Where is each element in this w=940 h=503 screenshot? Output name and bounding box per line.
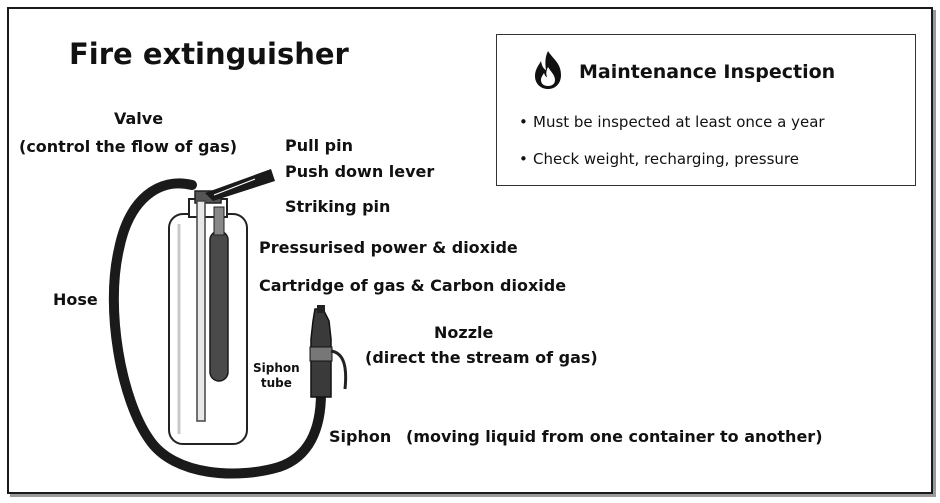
hose-path	[108, 178, 326, 479]
maintenance-item-text: Must be inspected at least once a year	[533, 113, 825, 131]
cylinder-body	[168, 213, 248, 445]
pull-pin-label: Pull pin	[285, 136, 353, 155]
valve-description: (control the flow of gas)	[19, 137, 238, 156]
valve-label: Valve	[114, 109, 164, 128]
maintenance-panel: Maintenance Inspection • Must be inspecte…	[496, 34, 916, 186]
siphon-tube-label: Siphon tube	[253, 361, 300, 391]
nozzle-label: Nozzle	[434, 323, 494, 342]
diagram-title: Fire extinguisher	[69, 37, 349, 71]
maintenance-item: • Must be inspected at least once a year	[519, 113, 825, 131]
siphon-tube-inner	[196, 200, 206, 422]
hose-label: Hose	[53, 290, 98, 309]
siphon-label: Siphon	[329, 427, 392, 446]
pressurised-label: Pressurised power & dioxide	[259, 238, 518, 257]
nozzle-description: (direct the stream of gas)	[365, 348, 598, 367]
maintenance-item-text: Check weight, recharging, pressure	[533, 150, 799, 168]
flame-icon	[535, 51, 561, 89]
bullet-mark: •	[519, 150, 528, 168]
maintenance-title: Maintenance Inspection	[579, 61, 836, 83]
siphon-tube-label-line2: tube	[260, 376, 292, 390]
bullet-mark: •	[519, 113, 528, 131]
gas-cartridge	[209, 230, 229, 382]
siphon-tube-label-line1: Siphon	[253, 361, 300, 375]
diagram-frame: Fire extinguisher Valve (control the flo…	[7, 7, 933, 494]
maintenance-item: • Check weight, recharging, pressure	[519, 150, 799, 168]
siphon-description: (moving liquid from one container to ano…	[406, 427, 823, 446]
striking-pin-label: Striking pin	[285, 197, 391, 216]
push-down-lever-label: Push down lever	[285, 162, 435, 181]
cartridge-label: Cartridge of gas & Carbon dioxide	[259, 276, 567, 295]
extinguisher-illustration	[108, 169, 348, 479]
